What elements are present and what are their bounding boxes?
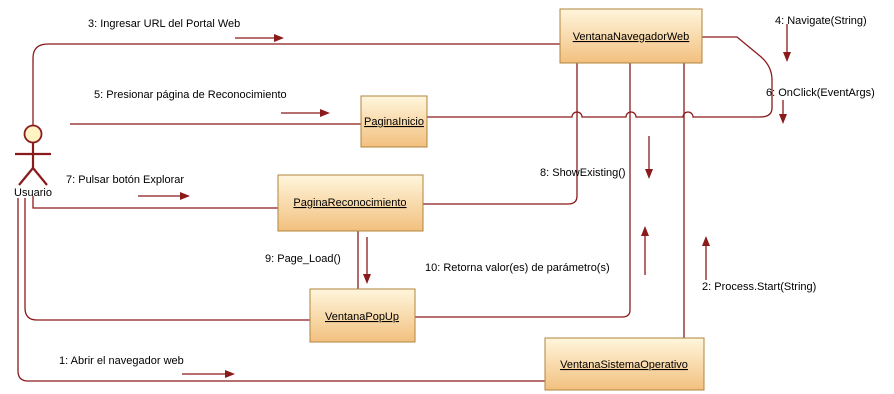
actor-usuario[interactable]: Usuario: [14, 124, 52, 200]
link-navegador-reconocimiento: [423, 63, 578, 205]
object-ventana-navegador-web[interactable]: VentanaNavegadorWeb: [559, 8, 703, 64]
message-label-4: 4: Navigate(String): [775, 15, 867, 27]
link-usuario-reconocimiento: [32, 196, 278, 209]
object-pagina-inicio[interactable]: PaginaInicio: [360, 95, 428, 148]
object-ventana-popup[interactable]: VentanaPopUp: [309, 288, 416, 343]
message-label-7: 7: Pulsar botón Explorar: [66, 174, 184, 186]
message-arrow-7: [138, 192, 190, 200]
link-usuario-sistema: [17, 198, 545, 382]
message-arrow-9: [363, 237, 371, 284]
message-label-9: 9: Page_Load(): [265, 253, 341, 265]
message-arrow-6: [779, 100, 787, 124]
object-label-navegador: VentanaNavegadorWeb: [573, 31, 690, 43]
object-pagina-reconocimiento[interactable]: PaginaReconocimiento: [277, 174, 424, 232]
object-label-inicio: PaginaInicio: [364, 116, 424, 128]
message-arrow-1: [182, 370, 235, 378]
message-arrow-2: [702, 236, 710, 280]
link-usuario-popup: [24, 198, 310, 321]
message-arrow-5: [281, 109, 330, 117]
message-arrow-8: [645, 136, 653, 179]
actor-name: Usuario: [14, 187, 52, 199]
link-navegador-popup: [415, 63, 631, 318]
message-arrow-4: [783, 24, 791, 62]
object-label-sistema: VentanaSistemaOperativo: [560, 359, 688, 371]
actor-head-icon: [23, 124, 43, 144]
object-ventana-sistema-operativo[interactable]: VentanaSistemaOperativo: [544, 337, 705, 391]
object-label-reconocimiento: PaginaReconocimiento: [293, 197, 406, 209]
message-label-6: 6: OnClick(EventArgs): [766, 87, 875, 99]
link-usuario-navegador: [32, 43, 560, 136]
link-navegador-inicio-loop: [427, 36, 773, 118]
message-arrow-3: [235, 34, 284, 42]
message-label-5: 5: Presionar página de Reconocimiento: [94, 89, 287, 101]
message-label-10: 10: Retorna valor(es) de parámetro(s): [425, 262, 610, 274]
message-label-2: 2: Process.Start(String): [702, 281, 816, 293]
message-arrow-10: [641, 226, 649, 275]
message-label-3: 3: Ingresar URL del Portal Web: [88, 18, 240, 30]
message-label-1: 1: Abrir el navegador web: [59, 355, 184, 367]
object-label-popup: VentanaPopUp: [325, 311, 399, 323]
message-label-8: 8: ShowExisting(): [540, 167, 626, 179]
